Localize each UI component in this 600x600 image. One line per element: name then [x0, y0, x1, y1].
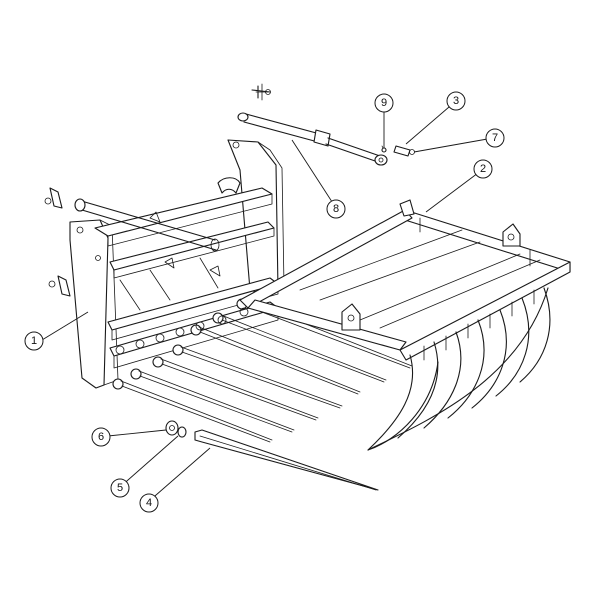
callout-6: 6 [91, 427, 111, 447]
callout-2: 2 [473, 159, 493, 179]
callout-label-5: 5 [117, 482, 123, 494]
callout-9: 9 [374, 93, 394, 113]
leader-lines [41, 100, 494, 503]
callout-4: 4 [139, 493, 159, 513]
callout-3: 3 [446, 91, 466, 111]
callout-5: 5 [110, 478, 130, 498]
callout-7: 7 [485, 128, 505, 148]
callout-label-6: 6 [98, 431, 104, 443]
mounting-frame [69, 139, 285, 389]
callout-label-9: 9 [381, 97, 387, 109]
callout-8: 8 [326, 199, 346, 219]
callout-label-2: 2 [480, 163, 486, 175]
callout-label-7: 7 [492, 132, 498, 144]
callout-label-8: 8 [333, 203, 339, 215]
callout-label-3: 3 [453, 95, 459, 107]
small-parts [381, 145, 415, 157]
loose-tine-assembly [165, 420, 379, 491]
callout-label-1: 1 [31, 335, 37, 347]
callout-1: 1 [24, 331, 44, 351]
grapple-arm [239, 199, 571, 451]
callout-label-4: 4 [146, 497, 152, 509]
mounted-tines [112, 298, 413, 443]
hydraulic-cylinder [237, 83, 388, 166]
